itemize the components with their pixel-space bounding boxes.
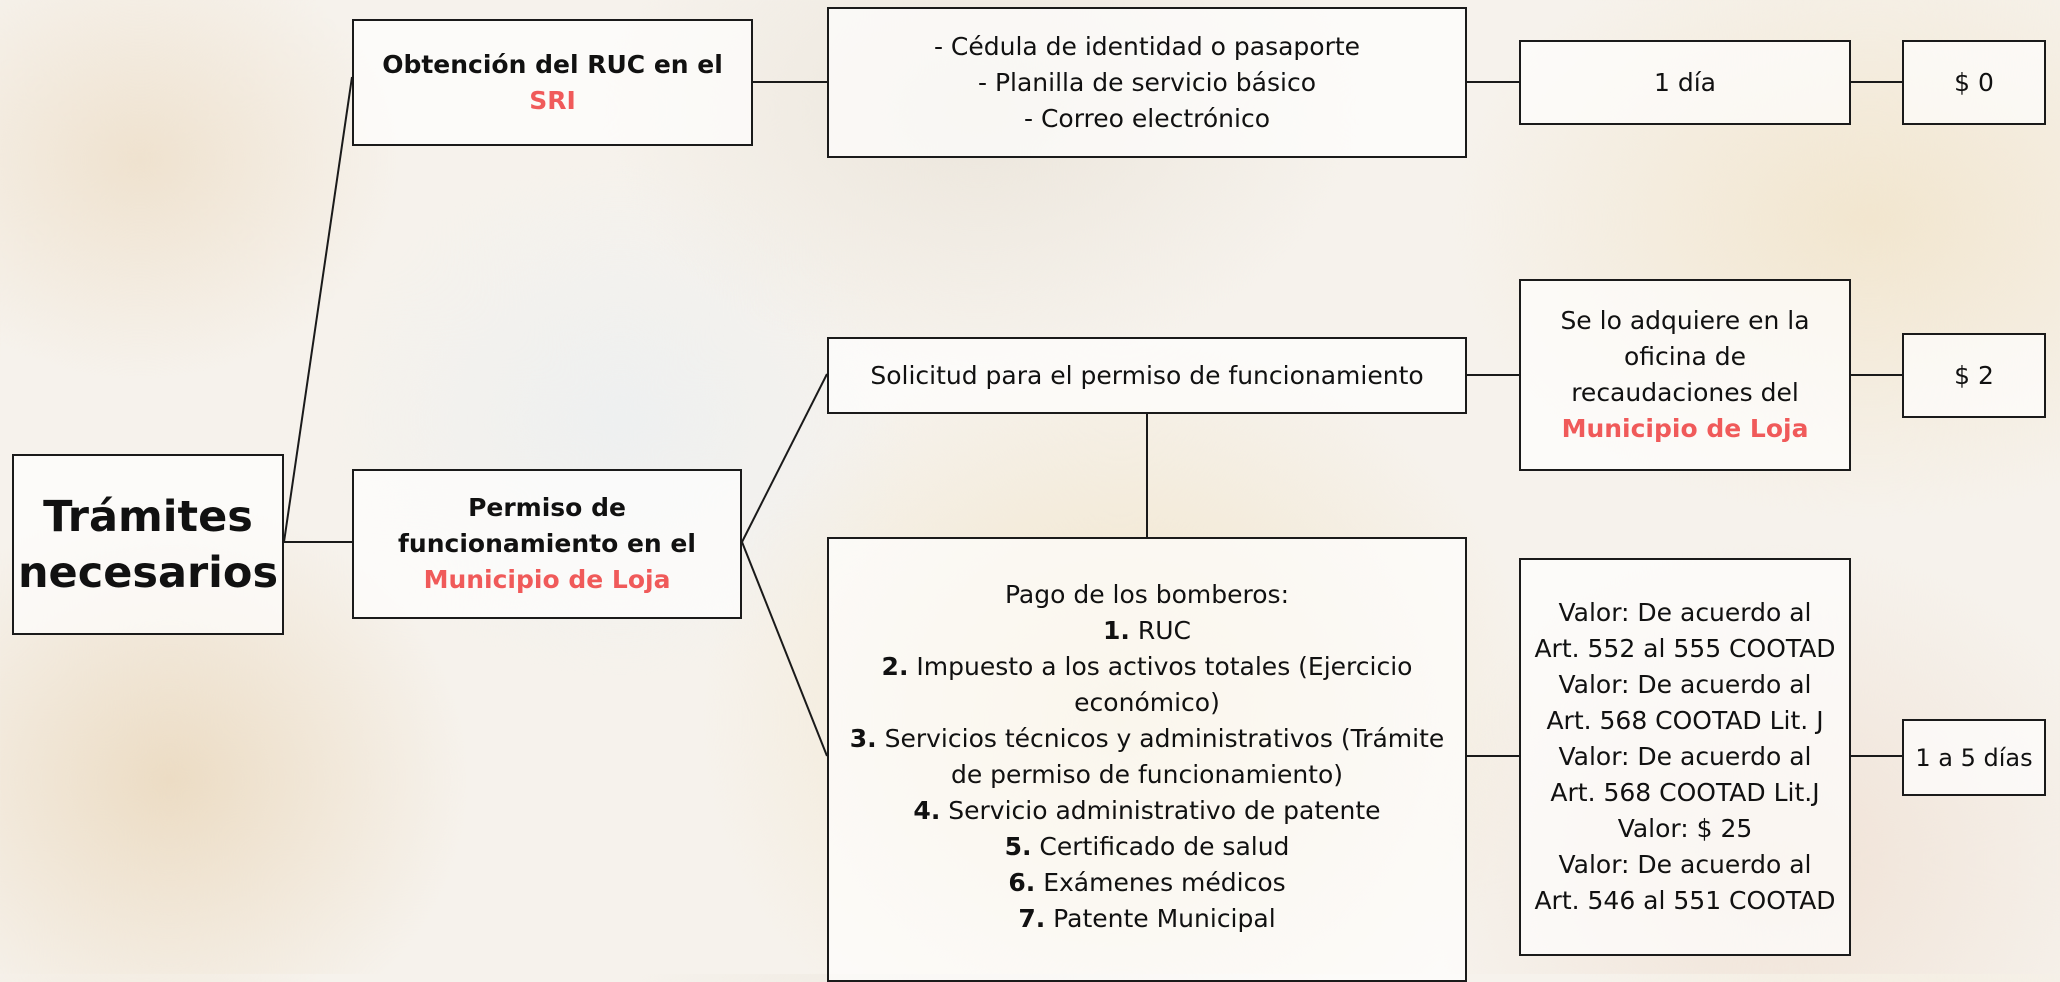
pagos-item: 4. Servicio administrativo de patente: [913, 796, 1381, 825]
pagos-item: 6. Exámenes médicos: [1008, 868, 1286, 897]
pagos-item: 1. RUC: [1103, 616, 1191, 645]
permiso-title-line2: funcionamiento en el: [398, 529, 696, 558]
ruc-cost-box: $ 0: [1902, 40, 2046, 125]
pagos-time-box: 1 a 5 días: [1902, 719, 2046, 796]
root-title-line2: necesarios: [17, 547, 279, 598]
pagos-value-line: Art. 546 al 551 COOTAD: [1534, 886, 1836, 915]
permiso-branch-node: Permiso de funcionamiento en el Municipi…: [352, 469, 742, 619]
root-node: Trámites necesarios: [12, 454, 284, 635]
ruc-requirement-item: - Cédula de identidad o pasaporte: [933, 31, 1361, 61]
ruc-branch-node: Obtención del RUC en el SRI: [352, 19, 753, 146]
pagos-value-line: Valor: De acuerdo al: [1558, 742, 1812, 771]
pagos-value-line: Valor: $ 25: [1617, 814, 1753, 843]
ruc-branch-title: Obtención del RUC en el: [382, 49, 723, 79]
pagos-item: 2. Impuesto a los activos totales (Ejerc…: [881, 652, 1413, 717]
pagos-value-line: Art. 552 al 555 COOTAD: [1534, 634, 1836, 663]
solicitud-place-line: oficina de: [1623, 342, 1747, 371]
pagos-item: 7. Patente Municipal: [1018, 904, 1276, 933]
pagos-time-label: 1 a 5 días: [1915, 743, 2033, 772]
pagos-item: 3. Servicios técnicos y administrativos …: [849, 724, 1445, 789]
ruc-branch-accent: SRI: [529, 85, 576, 115]
ruc-time-label: 1 día: [1654, 67, 1716, 97]
solicitud-place-box: Se lo adquiere en la oficina de recaudac…: [1519, 279, 1851, 471]
pagos-value-line: Valor: De acuerdo al: [1558, 598, 1812, 627]
pagos-value-line: Art. 568 COOTAD Lit. J: [1546, 706, 1824, 735]
pagos-heading: Pago de los bomberos:: [1004, 580, 1290, 609]
ruc-requirement-item: - Correo electrónico: [1023, 103, 1271, 133]
solicitud-cost-label: $ 2: [1954, 360, 1994, 390]
ruc-requirements-box: - Cédula de identidad o pasaporte - Plan…: [827, 7, 1467, 158]
pagos-value-line: Valor: De acuerdo al: [1558, 850, 1812, 879]
solicitud-box: Solicitud para el permiso de funcionamie…: [827, 337, 1467, 414]
pagos-value-line: Valor: De acuerdo al: [1558, 670, 1812, 699]
pagos-values-box: Valor: De acuerdo al Art. 552 al 555 COO…: [1519, 558, 1851, 956]
pagos-value-line: Art. 568 COOTAD Lit.J: [1550, 778, 1820, 807]
permiso-title-accent: Municipio de Loja: [423, 565, 671, 594]
pagos-item: 5. Certificado de salud: [1004, 832, 1290, 861]
solicitud-place-line: Se lo adquiere en la: [1560, 306, 1810, 335]
solicitud-place-accent: Municipio de Loja: [1561, 414, 1809, 443]
root-title-line1: Trámites: [43, 491, 253, 542]
permiso-title-line1: Permiso de: [468, 493, 626, 522]
ruc-requirement-item: - Planilla de servicio básico: [977, 67, 1316, 97]
solicitud-place-line: recaudaciones del: [1571, 378, 1799, 407]
ruc-time-box: 1 día: [1519, 40, 1851, 125]
solicitud-cost-box: $ 2: [1902, 333, 2046, 418]
solicitud-label: Solicitud para el permiso de funcionamie…: [870, 360, 1424, 390]
pagos-box: Pago de los bomberos: 1. RUC 2. Impuesto…: [827, 537, 1467, 982]
ruc-cost-label: $ 0: [1954, 67, 1994, 97]
